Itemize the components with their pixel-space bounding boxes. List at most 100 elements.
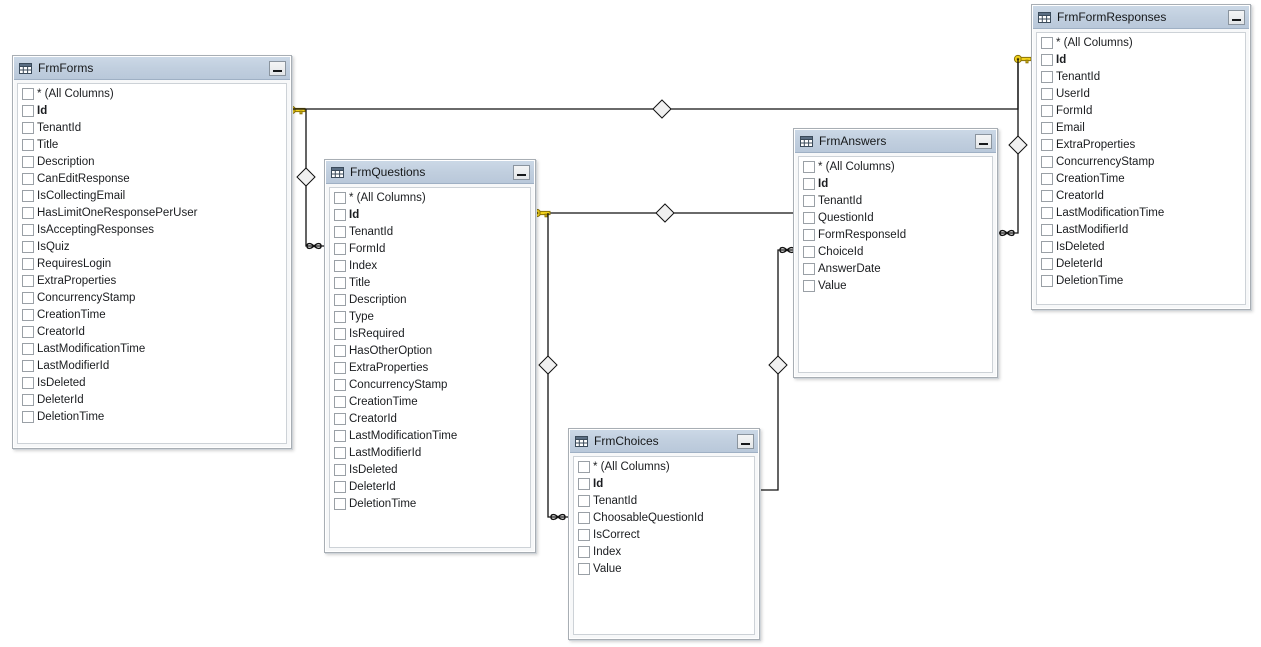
column-row[interactable]: IsCorrect <box>574 526 754 543</box>
column-row[interactable]: CreationTime <box>330 393 530 410</box>
column-checkbox[interactable] <box>334 412 346 425</box>
column-checkbox[interactable] <box>22 206 34 219</box>
column-checkbox[interactable] <box>334 208 346 221</box>
column-checkbox[interactable] <box>803 194 815 207</box>
column-row[interactable]: FormResponseId <box>799 226 992 243</box>
column-checkbox[interactable] <box>22 223 34 236</box>
column-row[interactable]: RequiresLogin <box>18 255 286 272</box>
column-row[interactable]: IsAcceptingResponses <box>18 221 286 238</box>
column-checkbox[interactable] <box>22 342 34 355</box>
column-checkbox[interactable] <box>22 155 34 168</box>
column-row[interactable]: AnswerDate <box>799 260 992 277</box>
column-checkbox[interactable] <box>334 497 346 510</box>
column-checkbox[interactable] <box>1041 240 1053 253</box>
column-row[interactable]: ExtraProperties <box>18 272 286 289</box>
column-row[interactable]: LastModifierId <box>330 444 530 461</box>
column-row[interactable]: ConcurrencyStamp <box>1037 153 1245 170</box>
column-checkbox[interactable] <box>803 228 815 241</box>
column-row[interactable]: * (All Columns) <box>1037 34 1245 51</box>
column-checkbox[interactable] <box>1041 172 1053 185</box>
column-row[interactable]: Index <box>330 257 530 274</box>
table-title-bar-frmchoices[interactable]: FrmChoices <box>570 430 758 453</box>
column-checkbox[interactable] <box>1041 223 1053 236</box>
column-checkbox[interactable] <box>578 545 590 558</box>
column-row[interactable]: QuestionId <box>799 209 992 226</box>
column-checkbox[interactable] <box>22 172 34 185</box>
column-row[interactable]: Index <box>574 543 754 560</box>
column-checkbox[interactable] <box>1041 104 1053 117</box>
column-row[interactable]: ChoosableQuestionId <box>574 509 754 526</box>
column-checkbox[interactable] <box>22 410 34 423</box>
column-row[interactable]: LastModificationTime <box>330 427 530 444</box>
column-checkbox[interactable] <box>334 463 346 476</box>
column-row[interactable]: CreatorId <box>18 323 286 340</box>
column-row[interactable]: Title <box>18 136 286 153</box>
column-checkbox[interactable] <box>22 393 34 406</box>
column-checkbox[interactable] <box>334 395 346 408</box>
column-row[interactable]: TenantId <box>574 492 754 509</box>
column-checkbox[interactable] <box>1041 70 1053 83</box>
column-row[interactable]: Id <box>18 102 286 119</box>
column-row[interactable]: DeletionTime <box>1037 272 1245 289</box>
column-row[interactable]: CreatorId <box>330 410 530 427</box>
column-checkbox[interactable] <box>22 359 34 372</box>
column-checkbox[interactable] <box>803 245 815 258</box>
column-checkbox[interactable] <box>1041 257 1053 270</box>
column-checkbox[interactable] <box>1041 274 1053 287</box>
column-checkbox[interactable] <box>334 361 346 374</box>
column-row[interactable]: ExtraProperties <box>1037 136 1245 153</box>
minimize-button[interactable] <box>269 60 286 76</box>
minimize-button[interactable] <box>975 133 992 149</box>
column-row[interactable]: HasLimitOneResponsePerUser <box>18 204 286 221</box>
relationship-frmforms-frmformresponses[interactable] <box>292 54 1032 119</box>
column-checkbox[interactable] <box>1041 121 1053 134</box>
table-title-bar-frmanswers[interactable]: FrmAnswers <box>795 130 996 153</box>
column-row[interactable]: Title <box>330 274 530 291</box>
minimize-button[interactable] <box>737 433 754 449</box>
column-row[interactable]: Value <box>574 560 754 577</box>
column-checkbox[interactable] <box>334 344 346 357</box>
column-row[interactable]: * (All Columns) <box>18 85 286 102</box>
column-checkbox[interactable] <box>1041 87 1053 100</box>
column-checkbox[interactable] <box>578 494 590 507</box>
column-checkbox[interactable] <box>334 259 346 272</box>
column-checkbox[interactable] <box>334 446 346 459</box>
column-row[interactable]: Id <box>330 206 530 223</box>
column-checkbox[interactable] <box>803 279 815 292</box>
column-row[interactable]: DeletionTime <box>18 408 286 425</box>
column-row[interactable]: IsDeleted <box>1037 238 1245 255</box>
minimize-button[interactable] <box>1228 9 1245 25</box>
column-checkbox[interactable] <box>22 240 34 253</box>
column-row[interactable]: * (All Columns) <box>574 458 754 475</box>
relationship-frmquestions-frmchoices[interactable] <box>538 213 568 521</box>
column-row[interactable]: FormId <box>330 240 530 257</box>
column-checkbox[interactable] <box>1041 138 1053 151</box>
column-checkbox[interactable] <box>1041 53 1053 66</box>
column-row[interactable]: CanEditResponse <box>18 170 286 187</box>
column-row[interactable]: ChoiceId <box>799 243 992 260</box>
column-checkbox[interactable] <box>578 460 590 473</box>
column-checkbox[interactable] <box>22 308 34 321</box>
column-row[interactable]: CreatorId <box>1037 187 1245 204</box>
column-checkbox[interactable] <box>22 121 34 134</box>
column-checkbox[interactable] <box>334 276 346 289</box>
column-row[interactable]: IsRequired <box>330 325 530 342</box>
column-row[interactable]: TenantId <box>799 192 992 209</box>
column-row[interactable]: IsQuiz <box>18 238 286 255</box>
column-checkbox[interactable] <box>1041 189 1053 202</box>
column-checkbox[interactable] <box>334 225 346 238</box>
minimize-button[interactable] <box>513 164 530 180</box>
relationship-frmquestions-frmanswers[interactable] <box>532 203 793 223</box>
column-checkbox[interactable] <box>22 104 34 117</box>
column-row[interactable]: Email <box>1037 119 1245 136</box>
column-row[interactable]: ExtraProperties <box>330 359 530 376</box>
relationship-frmforms-frmquestions[interactable] <box>287 105 324 250</box>
table-title-bar-frmquestions[interactable]: FrmQuestions <box>326 161 534 184</box>
